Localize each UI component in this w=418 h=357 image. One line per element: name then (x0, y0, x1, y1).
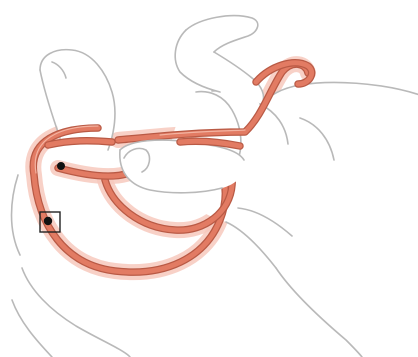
front-thumb (120, 140, 245, 193)
upper-finger (175, 16, 263, 104)
marker-dot (57, 162, 65, 170)
